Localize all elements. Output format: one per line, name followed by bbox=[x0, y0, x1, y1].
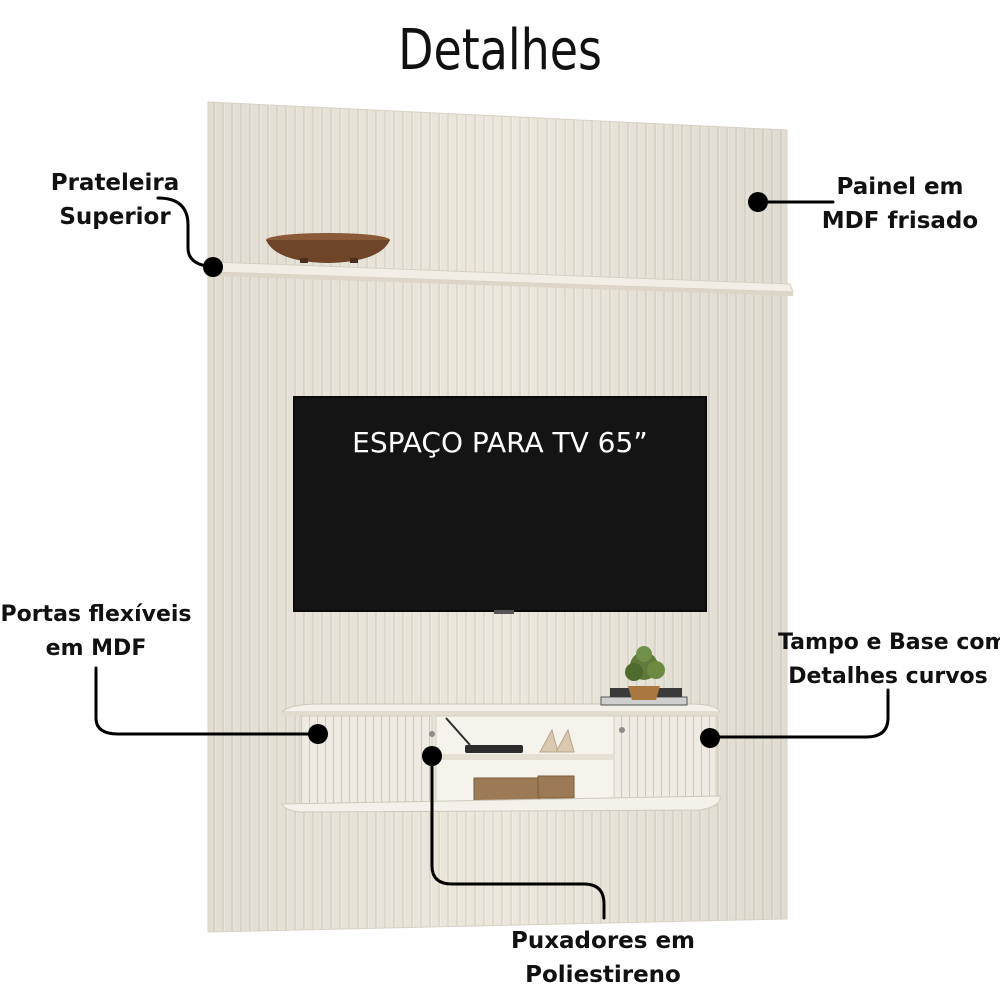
callout-dot-marker bbox=[748, 192, 768, 212]
callout-line-top-base bbox=[708, 688, 890, 739]
tv-space: ESPAÇO PARA TV 65” bbox=[293, 396, 707, 614]
callout-panel-line1: Painel em bbox=[836, 174, 964, 200]
callout-dot-marker bbox=[203, 257, 223, 277]
callout-dot-marker bbox=[308, 724, 328, 744]
callout-doors: Portas flexíveis em MDF bbox=[0, 598, 192, 666]
callout-doors-line2: em MDF bbox=[45, 636, 147, 661]
right-flexible-door bbox=[613, 715, 717, 807]
callout-lines bbox=[94, 196, 890, 920]
callout-line-doors bbox=[94, 666, 320, 736]
callout-top-base: Tampo e Base com Detalhes curvos bbox=[778, 626, 1000, 694]
callout-top-shelf: Prateleira Superior bbox=[30, 166, 200, 234]
decor-object bbox=[539, 728, 575, 753]
tv-label: ESPAÇO PARA TV 65” bbox=[352, 426, 648, 459]
router bbox=[445, 717, 523, 753]
callout-line-top-shelf bbox=[156, 196, 215, 269]
page-title: Detalhes bbox=[398, 18, 602, 83]
callout-handles-line1: Puxadores em bbox=[510, 928, 696, 954]
callout-top-shelf-line1: Prateleira bbox=[50, 170, 180, 196]
callout-line-handles bbox=[430, 754, 606, 920]
callout-top-base-line2: Detalhes curvos bbox=[788, 664, 988, 689]
callout-handles-line2: Poliestireno bbox=[525, 962, 681, 988]
wooden-box bbox=[473, 775, 575, 803]
callout-top-shelf-line2: Superior bbox=[59, 204, 171, 230]
callout-doors-line1: Portas flexíveis bbox=[0, 602, 192, 627]
potted-plant bbox=[625, 646, 665, 700]
callout-top-base-line1: Tampo e Base com bbox=[778, 630, 1000, 655]
callout-panel: Painel em MDF frisado bbox=[815, 170, 985, 238]
callout-dot-marker bbox=[422, 746, 442, 766]
callout-markers bbox=[203, 192, 768, 766]
decorative-bowl bbox=[266, 233, 390, 263]
callout-handles: Puxadores em Poliestireno bbox=[508, 924, 698, 992]
callout-panel-line2: MDF frisado bbox=[821, 208, 979, 234]
callout-dot-marker bbox=[700, 728, 720, 748]
